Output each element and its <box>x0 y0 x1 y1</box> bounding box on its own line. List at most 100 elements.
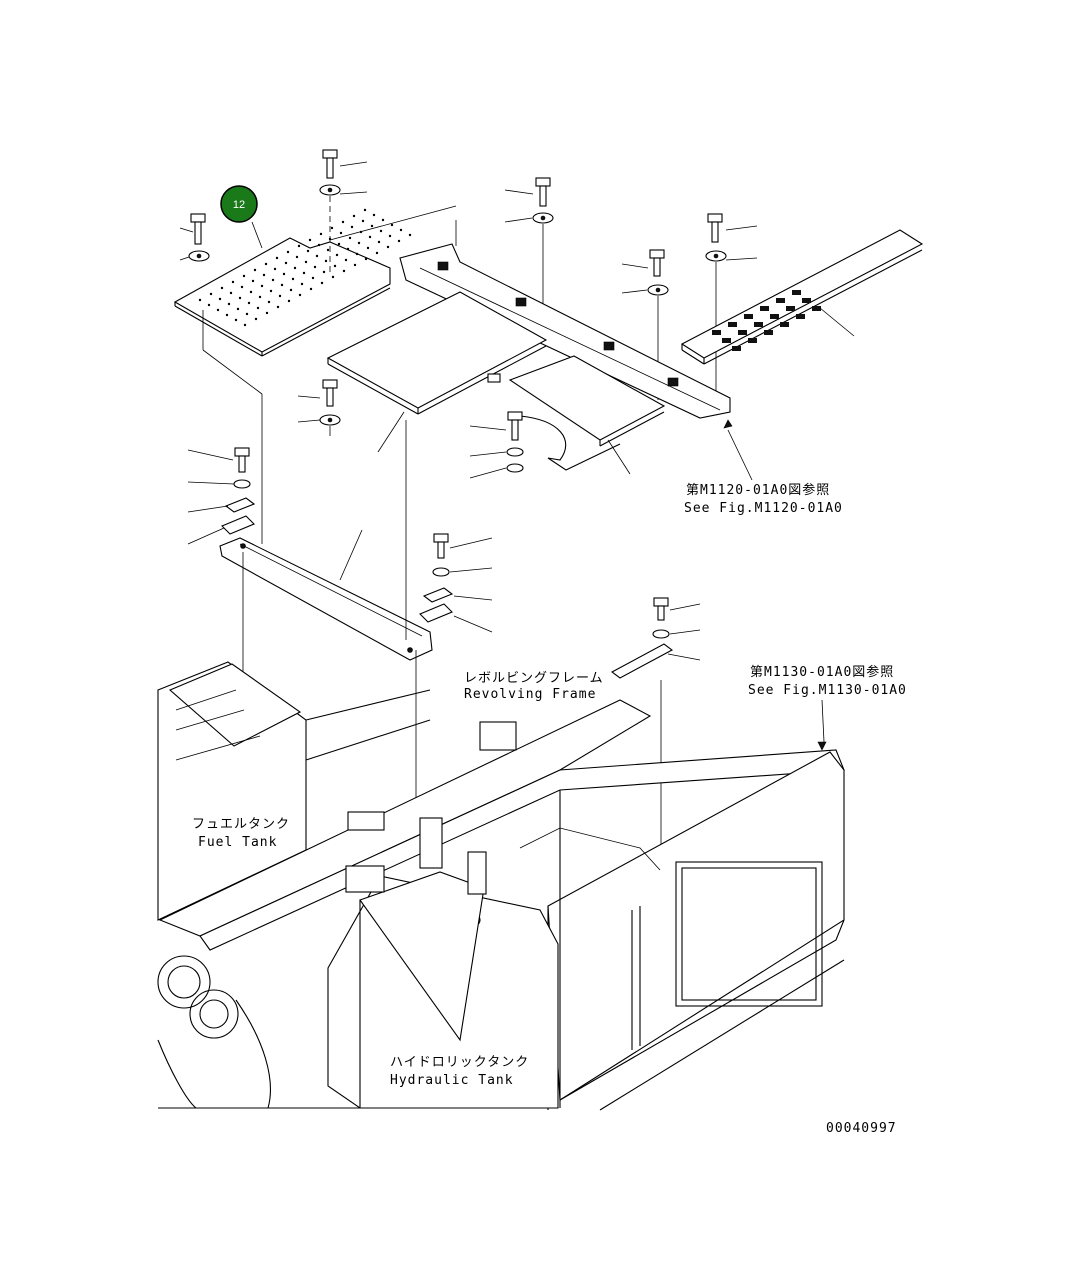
hydraulic-tank-label: ハイドロリックタンク Hydraulic Tank <box>390 1055 529 1088</box>
perforation-dot <box>350 225 354 229</box>
cover-slot <box>732 346 741 351</box>
perforation-dot <box>309 287 313 291</box>
cover-slot <box>760 306 769 311</box>
perforation-dot <box>260 284 264 288</box>
cover-slot <box>802 298 811 303</box>
perforation-dot <box>265 311 269 315</box>
perforation-dot <box>337 242 341 246</box>
perforation-dot <box>243 323 247 327</box>
callout-number: 12 <box>233 199 245 211</box>
perforation-dot <box>234 318 238 322</box>
callout-badge-12[interactable]: 12 <box>220 185 263 249</box>
perforation-dot <box>256 306 260 310</box>
reference-label-2[interactable]: 第M1130-01A0図参照 See Fig.M1130-01A0 <box>748 664 907 698</box>
cover-slot <box>780 322 789 327</box>
reference-label-1[interactable]: 第M1120-01A0図参照 See Fig.M1120-01A0 <box>684 482 843 516</box>
perforation-dot <box>280 283 284 287</box>
perforation-dot <box>304 260 308 264</box>
perforation-dot <box>271 278 275 282</box>
perforation-dot <box>330 226 334 230</box>
bolt-set-5[interactable] <box>705 213 758 396</box>
cover-slot <box>744 314 753 319</box>
bolt-set-1[interactable] <box>179 213 210 350</box>
bolt-set-9[interactable] <box>419 533 493 633</box>
bolt-set-6[interactable] <box>297 379 341 436</box>
perforation-dot <box>339 231 343 235</box>
perforation-dot <box>297 244 301 248</box>
fuel-tank-jp: フュエルタンク <box>192 817 290 832</box>
perforation-dot <box>313 265 317 269</box>
perforation-dot <box>370 224 374 228</box>
perforation-dot <box>319 232 323 236</box>
perforation-dot <box>249 290 253 294</box>
perforation-dot <box>342 269 346 273</box>
perforation-dot <box>240 285 244 289</box>
revolving-frame-en: Revolving Frame <box>464 687 596 702</box>
perforation-dot <box>275 256 279 260</box>
perforation-dot <box>341 220 345 224</box>
perforation-dot <box>286 250 290 254</box>
reference-1-en: See Fig.M1120-01A0 <box>684 501 843 516</box>
perforation-dot <box>284 261 288 265</box>
perforation-dot <box>386 245 390 249</box>
perforation-dot <box>273 267 277 271</box>
bolt-set-7[interactable] <box>469 411 524 479</box>
perforation-dot <box>289 288 293 292</box>
perforation-dot <box>366 246 370 250</box>
cover-slot <box>764 330 773 335</box>
perforation-dot <box>355 252 359 256</box>
perforation-dot <box>236 307 240 311</box>
cover-slot <box>812 306 821 311</box>
perforation-dot <box>229 291 233 295</box>
cover-slot <box>728 322 737 327</box>
perforation-dot <box>352 214 356 218</box>
floor-plate-left[interactable] <box>173 208 412 357</box>
perforation-dot <box>364 257 368 261</box>
perforation-dot <box>238 296 242 300</box>
perforation-dot <box>308 238 312 242</box>
cover-slot <box>792 290 801 295</box>
figure-id: 00040997 <box>826 1121 897 1136</box>
fuel-tank-label: フュエルタンク Fuel Tank <box>192 817 290 850</box>
perforation-dot <box>357 241 361 245</box>
bolt-set-8[interactable] <box>187 447 256 545</box>
perforation-dot <box>247 301 251 305</box>
perforation-dot <box>227 302 231 306</box>
perforation-dot <box>375 251 379 255</box>
perforation-dot <box>353 263 357 267</box>
reference-2-en: See Fig.M1130-01A0 <box>748 683 907 698</box>
perforation-dot <box>388 234 392 238</box>
perforation-dot <box>218 297 222 301</box>
perforation-dot <box>251 279 255 283</box>
revolving-frame[interactable] <box>157 419 845 1111</box>
bolt-set-2[interactable] <box>319 149 368 272</box>
perforation-dot <box>267 300 271 304</box>
perforation-dot <box>320 281 324 285</box>
hydraulic-tank-jp: ハイドロリックタンク <box>390 1055 529 1070</box>
cover-slot <box>748 338 757 343</box>
perforation-dot <box>262 273 266 277</box>
perforation-dot <box>287 299 291 303</box>
cover-slot <box>722 338 731 343</box>
floor-plate-right[interactable] <box>508 355 666 475</box>
cross-beam[interactable] <box>202 349 433 830</box>
hydraulic-tank-en: Hydraulic Tank <box>390 1073 514 1088</box>
perforation-dot <box>225 313 229 317</box>
cover-slot <box>770 314 779 319</box>
perforation-dot <box>276 305 280 309</box>
perforation-dot <box>326 248 330 252</box>
perforation-dot <box>278 294 282 298</box>
cover-slot <box>776 298 785 303</box>
perforation-dot <box>207 303 211 307</box>
perforation-dot <box>298 293 302 297</box>
perforation-dot <box>231 280 235 284</box>
perforation-dot <box>361 219 365 223</box>
top-right-cover[interactable] <box>680 229 924 365</box>
perforation-dot <box>368 235 372 239</box>
perforation-dot <box>306 249 310 253</box>
perforation-dot <box>346 247 350 251</box>
revolving-frame-label: レボルビングフレーム Revolving Frame <box>464 671 603 702</box>
perforation-dot <box>253 268 257 272</box>
floor-plate-center[interactable] <box>326 291 548 453</box>
